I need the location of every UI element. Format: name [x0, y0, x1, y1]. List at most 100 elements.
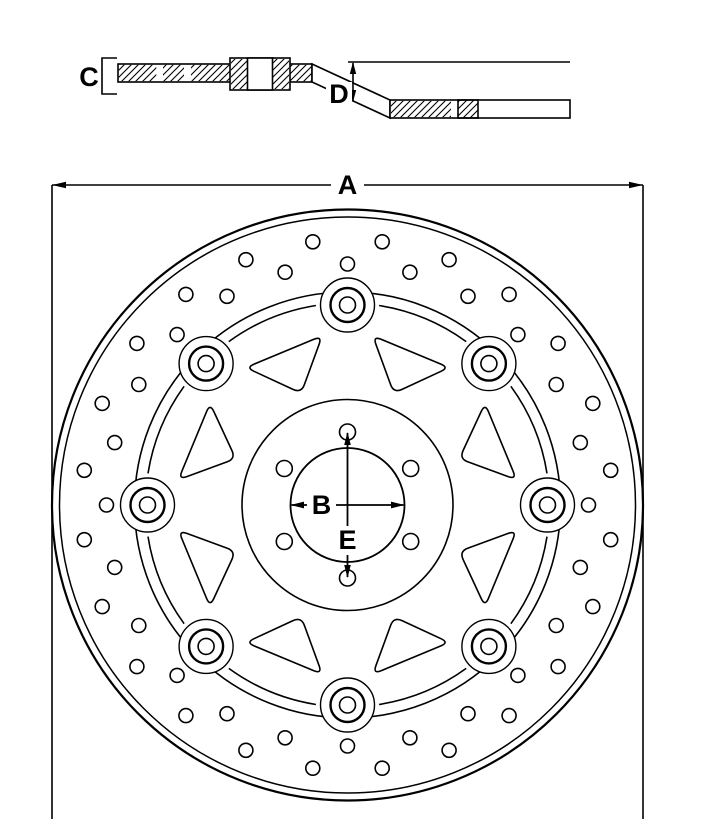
drill-hole-inner	[572, 434, 589, 451]
thickness-bracket	[101, 57, 117, 95]
drill-hole-outer	[501, 286, 517, 303]
drill-hole-outer	[441, 251, 457, 268]
drill-hole-outer	[584, 395, 601, 412]
button-rivet	[138, 496, 157, 514]
drill-hole-inner	[277, 729, 293, 746]
arrowhead-down	[344, 565, 351, 578]
center-bore-label: B	[312, 490, 332, 520]
drill-hole-inner	[98, 497, 115, 513]
drill-hole-inner	[548, 617, 565, 634]
bolt-hole	[275, 532, 294, 551]
cross-section-view	[101, 57, 571, 120]
carrier-cutout-triangle	[180, 531, 234, 604]
drill-hole-inner	[106, 434, 123, 451]
arrowhead-up	[349, 62, 357, 74]
button-rivet	[197, 637, 215, 656]
drill-hole-outer	[584, 598, 601, 615]
drill-hole-outer	[76, 531, 93, 548]
arrowhead-up	[344, 432, 351, 445]
carrier-slot-arc	[228, 304, 317, 343]
carrier-slot-arc	[510, 385, 548, 474]
drill-hole-inner	[131, 617, 147, 634]
drill-hole-inner	[339, 738, 356, 754]
drill-hole-inner	[169, 326, 185, 343]
drill-hole-outer	[374, 760, 391, 777]
label-backing	[332, 526, 363, 555]
carrier-slot-arc	[510, 536, 548, 625]
carrier-cutout-triangle	[461, 531, 515, 604]
drill-hole-outer	[76, 462, 93, 479]
label-backing	[326, 82, 352, 107]
outer-diameter-label: A	[338, 170, 358, 200]
section-hatch-block	[457, 99, 479, 119]
disc-outer-rim-line	[58, 216, 637, 794]
drill-hole-inner	[460, 705, 476, 722]
button-rivet	[538, 496, 557, 514]
label-backing	[307, 490, 336, 519]
carrier-cutout-triangle	[461, 406, 515, 479]
bolt-hole	[275, 459, 294, 478]
offset-label: D	[329, 79, 349, 109]
front-view	[50, 181, 645, 819]
drill-hole-inner	[580, 497, 597, 513]
bolt-hole	[401, 532, 420, 551]
drill-hole-outer	[602, 531, 619, 548]
section-hatch	[231, 59, 248, 89]
drill-hole-outer	[129, 335, 145, 352]
carrier-cutout-triangle	[374, 618, 446, 673]
thickness-label: C	[79, 62, 99, 92]
drill-hole-inner	[402, 729, 418, 746]
drill-hole-outer	[550, 658, 566, 675]
drill-hole-outer	[550, 335, 566, 352]
drill-hole-outer	[602, 462, 619, 479]
button-rivet	[338, 296, 357, 314]
drill-hole-outer	[178, 286, 194, 303]
carrier-slots	[147, 304, 548, 706]
arrowhead-right	[391, 501, 405, 509]
drill-hole-inner	[510, 667, 526, 684]
drill-hole-outer	[374, 234, 391, 250]
button-rivet	[480, 354, 498, 373]
section-hatch	[391, 100, 451, 118]
carrier-slot-arc	[147, 536, 185, 625]
section-hatch	[290, 64, 312, 82]
drill-hole-inner	[277, 264, 293, 281]
button-rivet	[197, 354, 215, 373]
section-hatch	[272, 59, 289, 89]
drill-hole-outer	[304, 234, 321, 250]
drill-hole-inner	[106, 559, 123, 576]
carrier-slot-arc	[378, 667, 467, 706]
drill-hole-inner	[510, 326, 526, 343]
drill-hole-outer	[129, 658, 145, 675]
carrier-cutout-triangle	[180, 406, 234, 479]
drill-hole-inner	[219, 288, 235, 305]
drill-hole-inner	[339, 256, 356, 272]
drill-hole-inner	[402, 264, 418, 281]
carrier-slot-arc	[147, 385, 185, 474]
section-button-rivet	[246, 57, 274, 91]
carrier-cutout-triangle	[249, 337, 321, 392]
button-rivet	[338, 696, 357, 714]
drill-hole-pattern	[76, 234, 619, 777]
disc-outer-edge	[50, 208, 645, 802]
drill-hole-inner	[548, 376, 565, 393]
drill-hole-inner	[219, 705, 235, 722]
drill-hole-inner	[131, 376, 147, 393]
section-hatch	[118, 64, 157, 82]
carrier-slot-arc	[228, 667, 317, 706]
carrier-slot-arc	[378, 304, 467, 343]
drill-hole-outer	[441, 742, 457, 759]
drill-hole-outer	[304, 760, 321, 777]
arrowhead-left	[52, 181, 66, 189]
drill-hole-outer	[238, 251, 254, 268]
bolt-hole	[401, 459, 420, 478]
button-rivet	[480, 637, 498, 656]
drill-hole-outer	[178, 707, 194, 724]
bolt-holes	[275, 423, 420, 587]
drill-hole-inner	[169, 667, 185, 684]
drill-hole-inner	[460, 288, 476, 305]
carrier-cutouts	[180, 337, 515, 673]
bolt-circle-label: E	[338, 525, 356, 555]
drill-hole-outer	[238, 742, 254, 759]
